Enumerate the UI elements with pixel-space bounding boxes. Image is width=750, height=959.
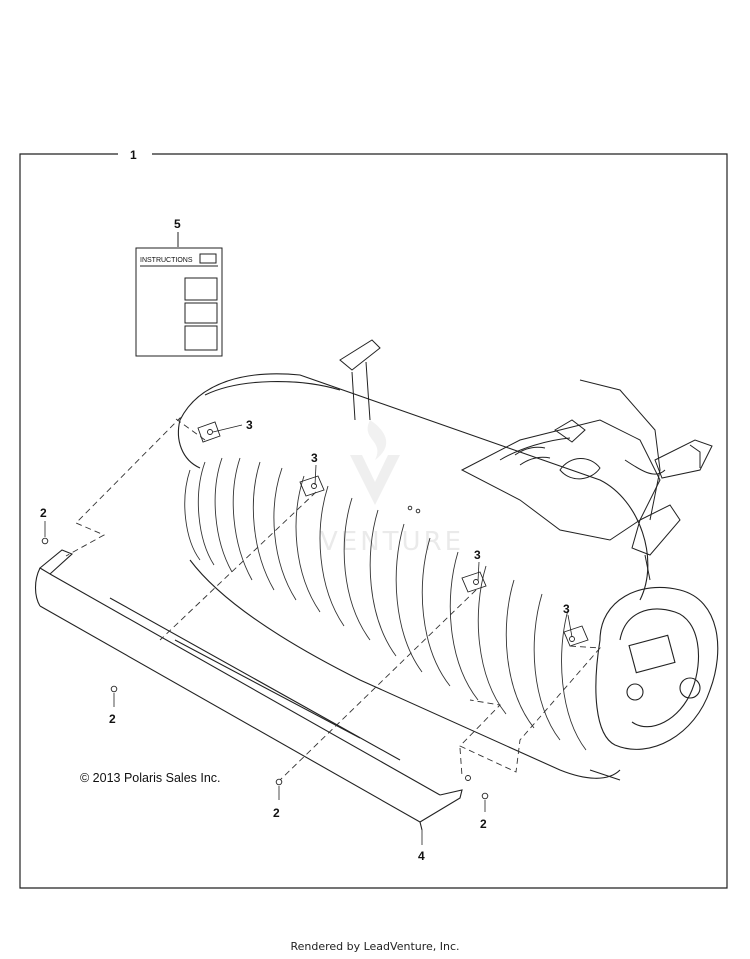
callout-3-a: 3 [246,418,253,432]
instruction-sheet-header: INSTRUCTIONS [140,257,193,264]
leader-lines-2 [44,521,486,812]
hitch-assembly [339,339,713,581]
callout-3-d: 3 [563,602,570,616]
callout-2-c: 2 [273,806,280,820]
fasteners [41,537,489,800]
watermark-logo: VENTURE [320,420,464,557]
assembly-frame [19,153,728,889]
callout-2-b: 2 [109,712,116,726]
dashed-alignment-lines [65,416,601,781]
callout-3-b: 3 [311,451,318,465]
callout-3-c: 3 [474,548,481,562]
deflector [34,549,463,831]
brush-bristles [184,457,587,751]
watermark-text: VENTURE [320,527,464,557]
callout-2-a: 2 [40,506,47,520]
footer-credit: Rendered by LeadVenture, Inc. [290,940,460,953]
callout-2-d: 2 [480,817,487,831]
callout-4: 4 [418,849,425,863]
copyright-text: © 2013 Polaris Sales Inc. [80,771,221,785]
broom-housing [177,373,719,781]
leader-lines-3 [212,424,573,638]
instruction-sheet [135,232,223,357]
callout-1: 1 [130,148,137,162]
callout-5: 5 [174,217,181,231]
